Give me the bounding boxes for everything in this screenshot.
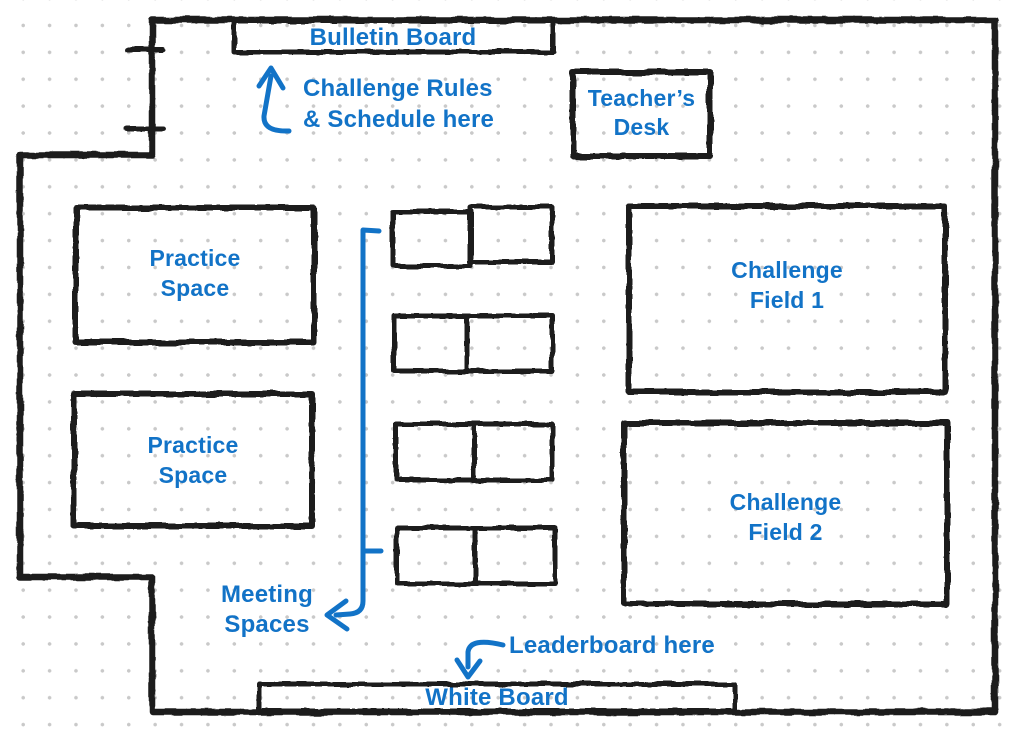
meeting-spaces-bracket-icon	[324, 227, 384, 632]
challenge-field-1-line1: Challenge	[731, 257, 843, 283]
practice-space-1-box	[73, 205, 317, 345]
meeting-table-2	[391, 313, 555, 374]
white-board-box	[256, 681, 738, 714]
challenge-field-1-box	[626, 203, 948, 395]
practice-space-1-label: Practice Space	[76, 243, 314, 303]
rules-up-arrow-icon	[256, 65, 292, 134]
challenge-field-2-box	[621, 420, 950, 607]
rules-note-line1: Challenge Rules	[303, 75, 493, 102]
practice-space-2-line2: Space	[158, 462, 228, 488]
bulletin-board-box	[232, 18, 556, 55]
leaderboard-down-arrow-icon	[454, 639, 506, 680]
practice-space-2-box	[71, 391, 315, 529]
bulletin-board-label: Bulletin Board	[309, 24, 477, 51]
meeting-note-line1: Meeting	[220, 581, 314, 608]
teachers-desk-line2: Desk	[613, 114, 670, 140]
practice-space-2-label: Practice Space	[74, 430, 312, 490]
meeting-note-line2: Spaces	[224, 611, 310, 638]
rules-note: Challenge Rules & Schedule here	[303, 73, 494, 135]
challenge-field-1-label: Challenge Field 1	[629, 255, 945, 315]
teachers-desk-label: Teacher’s Desk	[573, 84, 710, 142]
room-walls	[16, 16, 999, 716]
rules-note-line2: & Schedule here	[303, 106, 495, 133]
meeting-table-1	[390, 204, 555, 269]
teachers-desk-line1: Teacher’s	[587, 85, 696, 111]
challenge-field-2-line1: Challenge	[729, 489, 842, 515]
leaderboard-note: Leaderboard here	[509, 632, 715, 659]
meeting-table-4	[394, 525, 558, 587]
practice-space-2-line1: Practice	[147, 432, 239, 458]
practice-space-1-line1: Practice	[149, 245, 241, 271]
meeting-table-3	[393, 421, 555, 483]
meeting-spaces-note: Meeting Spaces	[192, 580, 342, 640]
challenge-field-2-line2: Field 2	[748, 519, 823, 545]
challenge-field-1-line2: Field 1	[749, 287, 825, 313]
white-board-label: White Board	[425, 684, 569, 711]
teachers-desk-box	[570, 69, 713, 159]
practice-space-1-line2: Space	[160, 275, 230, 301]
challenge-field-2-label: Challenge Field 2	[624, 487, 947, 547]
